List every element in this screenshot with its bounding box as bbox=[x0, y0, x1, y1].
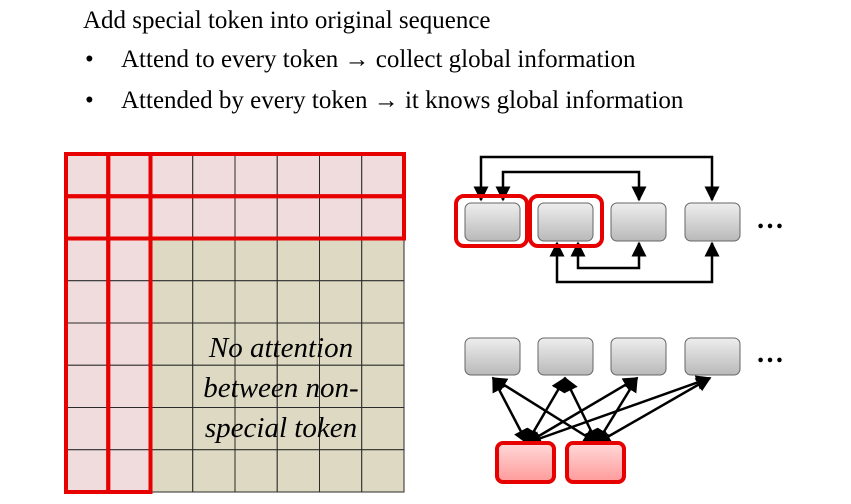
matrix-cell-special bbox=[361, 153, 405, 197]
bullet-marker: • bbox=[85, 87, 94, 114]
feedback-line-inner bbox=[495, 170, 647, 202]
bullet-text: Attend to every token → collect global i… bbox=[121, 46, 636, 73]
feedback-line-bottom-outer bbox=[549, 241, 720, 284]
matrix-cell-special bbox=[150, 153, 194, 197]
bullet-marker: • bbox=[85, 46, 94, 73]
matrix-cell bbox=[361, 280, 405, 324]
matrix-cell-special bbox=[276, 195, 320, 239]
matrix-cell-special bbox=[107, 153, 151, 197]
matrix-cell bbox=[319, 449, 363, 493]
highlight-column bbox=[106, 152, 153, 494]
matrix-cell bbox=[234, 238, 278, 282]
matrix-cell bbox=[150, 449, 194, 493]
token-box bbox=[610, 337, 667, 376]
token-box bbox=[684, 337, 741, 376]
matrix-cell bbox=[319, 280, 363, 324]
matrix-cell-special bbox=[319, 195, 363, 239]
matrix-cell-special bbox=[65, 280, 109, 324]
special-token-box bbox=[565, 441, 626, 484]
matrix-cell-special bbox=[65, 153, 109, 197]
matrix-note-line: No attention bbox=[208, 332, 354, 364]
bullet-text: Attended by every token → it knows globa… bbox=[121, 87, 684, 114]
ellipsis: … bbox=[756, 204, 784, 235]
matrix-cell-special bbox=[234, 153, 278, 197]
matrix-note-line: special token bbox=[204, 412, 358, 444]
token-box bbox=[464, 202, 521, 242]
matrix-cell bbox=[192, 449, 236, 493]
matrix-cell-special bbox=[192, 195, 236, 239]
matrix-note: No attention between non- special token bbox=[186, 328, 376, 448]
matrix-cell bbox=[192, 238, 236, 282]
matrix-cell bbox=[276, 449, 320, 493]
token-box bbox=[684, 202, 741, 242]
matrix-cell-special bbox=[65, 195, 109, 239]
matrix-cell-special bbox=[107, 322, 151, 366]
matrix-cell bbox=[361, 407, 405, 451]
ellipsis: … bbox=[756, 338, 784, 369]
matrix-highlights bbox=[64, 152, 406, 494]
attention-link bbox=[525, 376, 567, 445]
matrix-cell-special bbox=[65, 238, 109, 282]
matrix-cell-special bbox=[361, 195, 405, 239]
matrix-note-line: between non- bbox=[203, 372, 359, 404]
bullet-attend-to: • Attend to every token → collect global … bbox=[85, 44, 635, 76]
bottom-token-diagram: … bbox=[464, 337, 784, 484]
matrix-cell-special bbox=[192, 153, 236, 197]
feedback-line-outer bbox=[473, 155, 720, 202]
top-token-diagram: … bbox=[454, 155, 784, 284]
matrix-cell-special bbox=[107, 449, 151, 493]
special-token-highlight bbox=[528, 194, 604, 248]
matrix-cell-special bbox=[107, 195, 151, 239]
token-box bbox=[537, 202, 594, 242]
special-token-highlight bbox=[454, 194, 529, 248]
matrix-cell bbox=[150, 407, 194, 451]
matrix-cell bbox=[276, 280, 320, 324]
token-box bbox=[464, 337, 521, 376]
matrix-cell-special bbox=[234, 195, 278, 239]
matrix-cell bbox=[276, 238, 320, 282]
token-box bbox=[610, 202, 667, 242]
matrix-cell bbox=[361, 322, 405, 366]
matrix-cell bbox=[234, 449, 278, 493]
matrix-cell bbox=[276, 407, 320, 451]
matrix-cell-special bbox=[107, 280, 151, 324]
bullet-attended-by: • Attended by every token → it knows glob… bbox=[85, 85, 683, 117]
matrix-cell bbox=[234, 280, 278, 324]
matrix-cell bbox=[192, 322, 236, 366]
matrix-cell bbox=[361, 238, 405, 282]
special-token-box bbox=[495, 441, 556, 484]
matrix-cell-special bbox=[107, 238, 151, 282]
matrix-cell-special bbox=[107, 364, 151, 408]
matrix-cell-special bbox=[107, 407, 151, 451]
matrix-cell-special bbox=[65, 407, 109, 451]
matrix-cell-special bbox=[65, 322, 109, 366]
matrix-cell-special bbox=[150, 195, 194, 239]
attention-link bbox=[595, 376, 712, 445]
matrix-cell bbox=[150, 280, 194, 324]
heading: Add special token into original sequence bbox=[83, 7, 491, 34]
matrix-cell bbox=[361, 449, 405, 493]
matrix-cell bbox=[192, 280, 236, 324]
token-box bbox=[537, 337, 594, 376]
matrix-cell-special bbox=[65, 364, 109, 408]
matrix-cell bbox=[361, 364, 405, 408]
matrix-cell bbox=[150, 322, 194, 366]
matrix-cell bbox=[234, 407, 278, 451]
matrix-cell-special bbox=[276, 153, 320, 197]
matrix-cell-special bbox=[319, 153, 363, 197]
matrix-cell bbox=[319, 238, 363, 282]
matrix-cell bbox=[150, 238, 194, 282]
feedback-line-bottom-inner bbox=[570, 241, 647, 270]
attention-matrix bbox=[65, 153, 405, 493]
matrix-cell-special bbox=[65, 449, 109, 493]
matrix-cell bbox=[276, 364, 320, 408]
